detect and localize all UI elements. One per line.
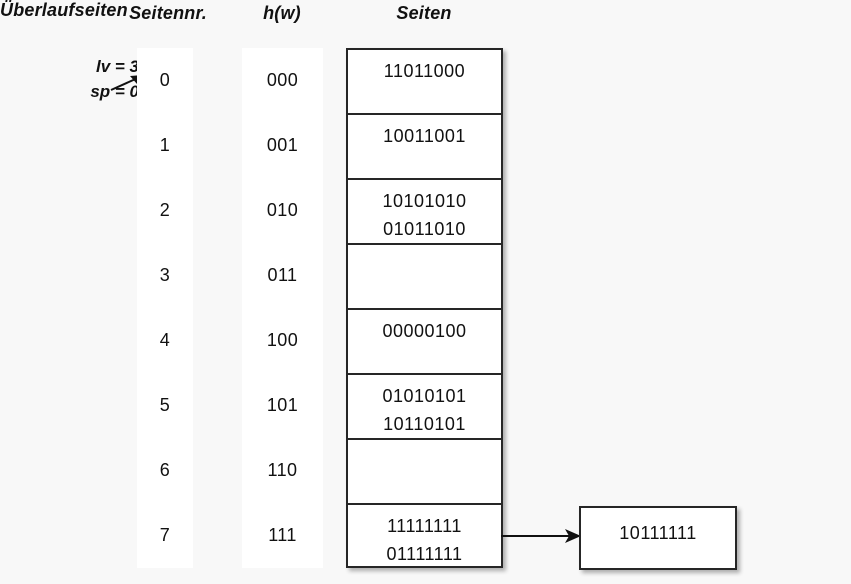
hw-cell: 111 bbox=[268, 525, 297, 545]
page-row: 01010101 10110101 bbox=[348, 375, 501, 440]
hw-cell: 011 bbox=[267, 265, 298, 285]
pages-table: 11011000 10011001 10101010 01011010 0000… bbox=[346, 48, 503, 568]
page-entry: 11011000 bbox=[383, 61, 466, 81]
page-entry: 01010101 bbox=[382, 386, 467, 406]
column-header-ueberlaufseiten: Überlaufseiten bbox=[0, 0, 128, 20]
parameter-annotation: lv = 3 sp = 0 bbox=[34, 54, 139, 104]
page-row: 00000100 bbox=[348, 310, 501, 375]
page-row: 10101010 01011010 bbox=[348, 180, 501, 245]
page-row: 11111111 01111111 bbox=[348, 505, 501, 570]
hw-cell: 101 bbox=[266, 395, 299, 415]
seitennr-cell: 1 bbox=[159, 135, 171, 155]
seitennr-column: 0 1 2 3 4 5 6 7 bbox=[137, 48, 193, 568]
seitennr-column-background bbox=[137, 48, 193, 568]
hw-cell: 110 bbox=[267, 460, 298, 480]
seitennr-cell: 5 bbox=[159, 395, 171, 415]
seitennr-cell: 7 bbox=[159, 525, 171, 545]
page-row: 10011001 bbox=[348, 115, 501, 180]
annotation-sp: sp = 0 bbox=[90, 82, 139, 101]
overflow-page-entry: 10111111 bbox=[619, 523, 697, 543]
column-header-seitennr: Seitennr. bbox=[129, 3, 207, 23]
annotation-lv: lv = 3 bbox=[95, 57, 139, 76]
hw-cell: 001 bbox=[266, 135, 299, 155]
page-entry: 01011010 bbox=[383, 219, 466, 239]
page-entry: 10101010 bbox=[382, 191, 467, 211]
column-header-seiten: Seiten bbox=[396, 3, 452, 23]
hw-cell: 000 bbox=[266, 70, 299, 90]
column-header-hw: h(w) bbox=[263, 3, 301, 23]
page-entry: 10011001 bbox=[383, 126, 466, 146]
seitennr-cell: 2 bbox=[159, 200, 171, 220]
page-entry: 00000100 bbox=[382, 321, 467, 341]
seitennr-cell: 4 bbox=[159, 330, 171, 350]
page-entry: 10110101 bbox=[383, 414, 466, 434]
hw-cell: 100 bbox=[266, 330, 299, 350]
overflow-page-box: 10111111 bbox=[579, 506, 737, 570]
page-row: 11011000 bbox=[348, 50, 501, 115]
hw-cell: 010 bbox=[266, 200, 299, 220]
seitennr-cell: 6 bbox=[159, 460, 171, 480]
page-row bbox=[348, 440, 501, 505]
seitennr-cell: 3 bbox=[159, 265, 171, 285]
page-row bbox=[348, 245, 501, 310]
hw-column-background bbox=[242, 48, 323, 568]
page-entry: 01111111 bbox=[386, 544, 463, 564]
arrow-right-icon bbox=[501, 529, 581, 543]
hw-column: 000 001 010 011 100 101 110 111 bbox=[242, 48, 323, 568]
seitennr-cell: 0 bbox=[159, 70, 171, 90]
page-entry: 11111111 bbox=[387, 516, 462, 536]
